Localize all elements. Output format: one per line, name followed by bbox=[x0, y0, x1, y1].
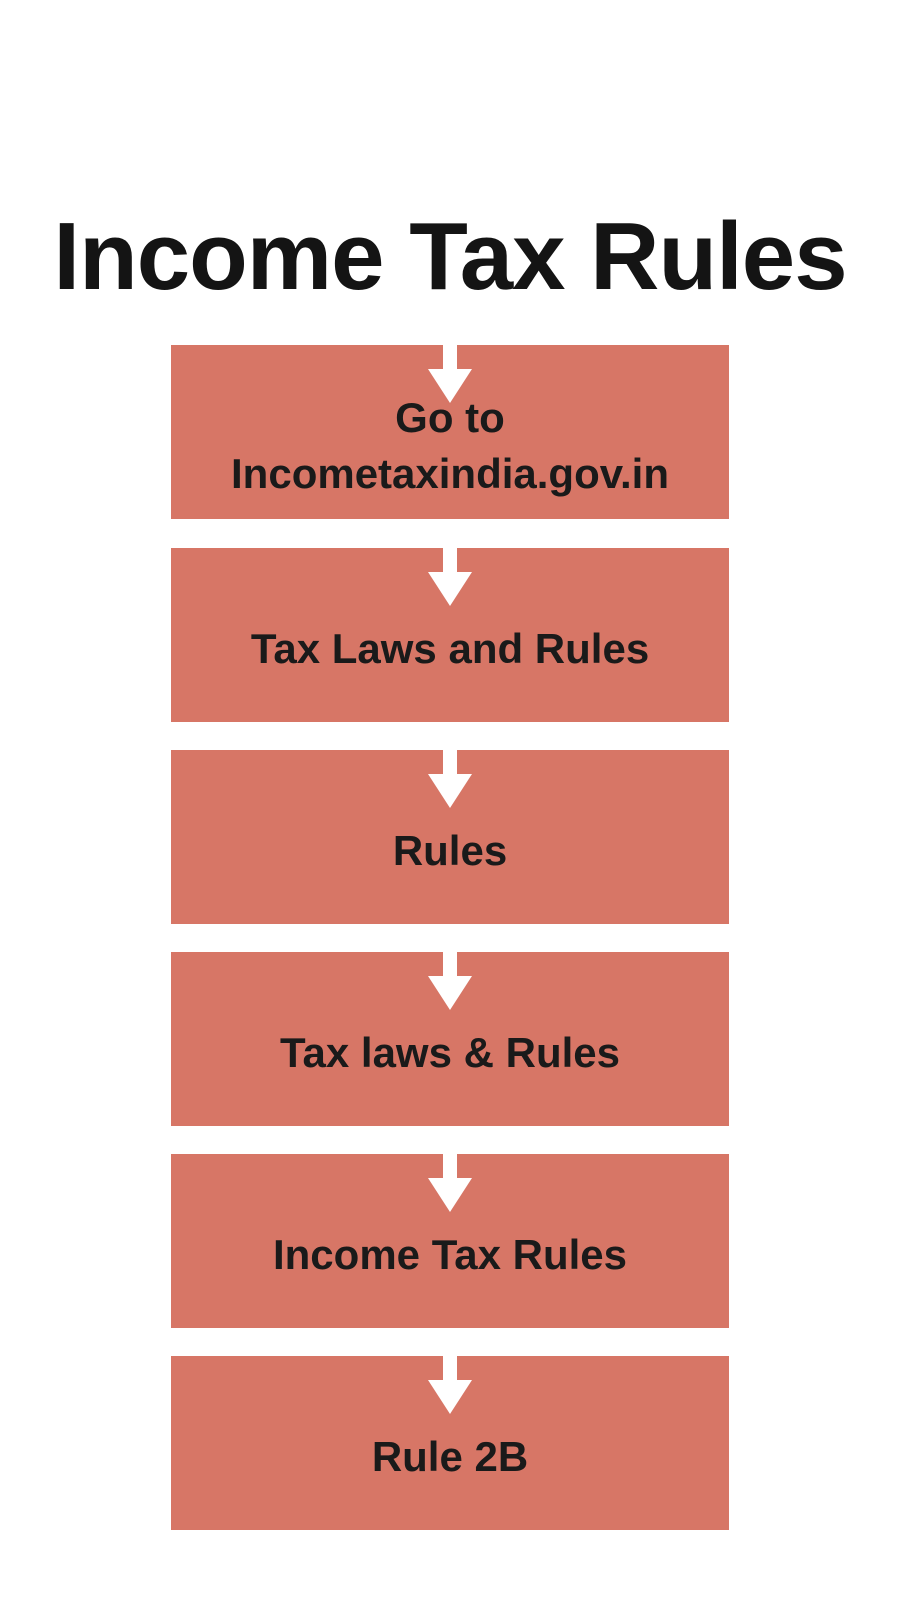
flow-step-label: Go to Incometaxindia.gov.in bbox=[231, 394, 669, 497]
flow-step-label: Rule 2B bbox=[371, 1433, 529, 1480]
flow-step-label: Income Tax Rules bbox=[272, 1231, 627, 1278]
arrow-down-icon bbox=[428, 345, 472, 403]
arrow-down-icon bbox=[428, 750, 472, 808]
flow-step-5: Income Tax Rules bbox=[171, 1154, 729, 1328]
flow-step-label: Rules bbox=[392, 827, 508, 874]
arrow-down-icon bbox=[428, 952, 472, 1010]
flow-step-4: Tax laws & Rules bbox=[171, 952, 729, 1126]
flow-step-6: Rule 2B bbox=[171, 1356, 729, 1530]
flow-step-2: Tax Laws and Rules bbox=[171, 548, 729, 722]
flow-step-1: Go to Incometaxindia.gov.in bbox=[171, 345, 729, 519]
flow-step-3: Rules bbox=[171, 750, 729, 924]
arrow-down-icon bbox=[428, 1356, 472, 1414]
flow-step-label: Tax laws & Rules bbox=[279, 1029, 621, 1076]
flow-step-label: Tax Laws and Rules bbox=[250, 625, 650, 672]
arrow-down-icon bbox=[428, 1154, 472, 1212]
page-title: Income Tax Rules bbox=[53, 203, 847, 310]
arrow-down-icon bbox=[428, 548, 472, 606]
